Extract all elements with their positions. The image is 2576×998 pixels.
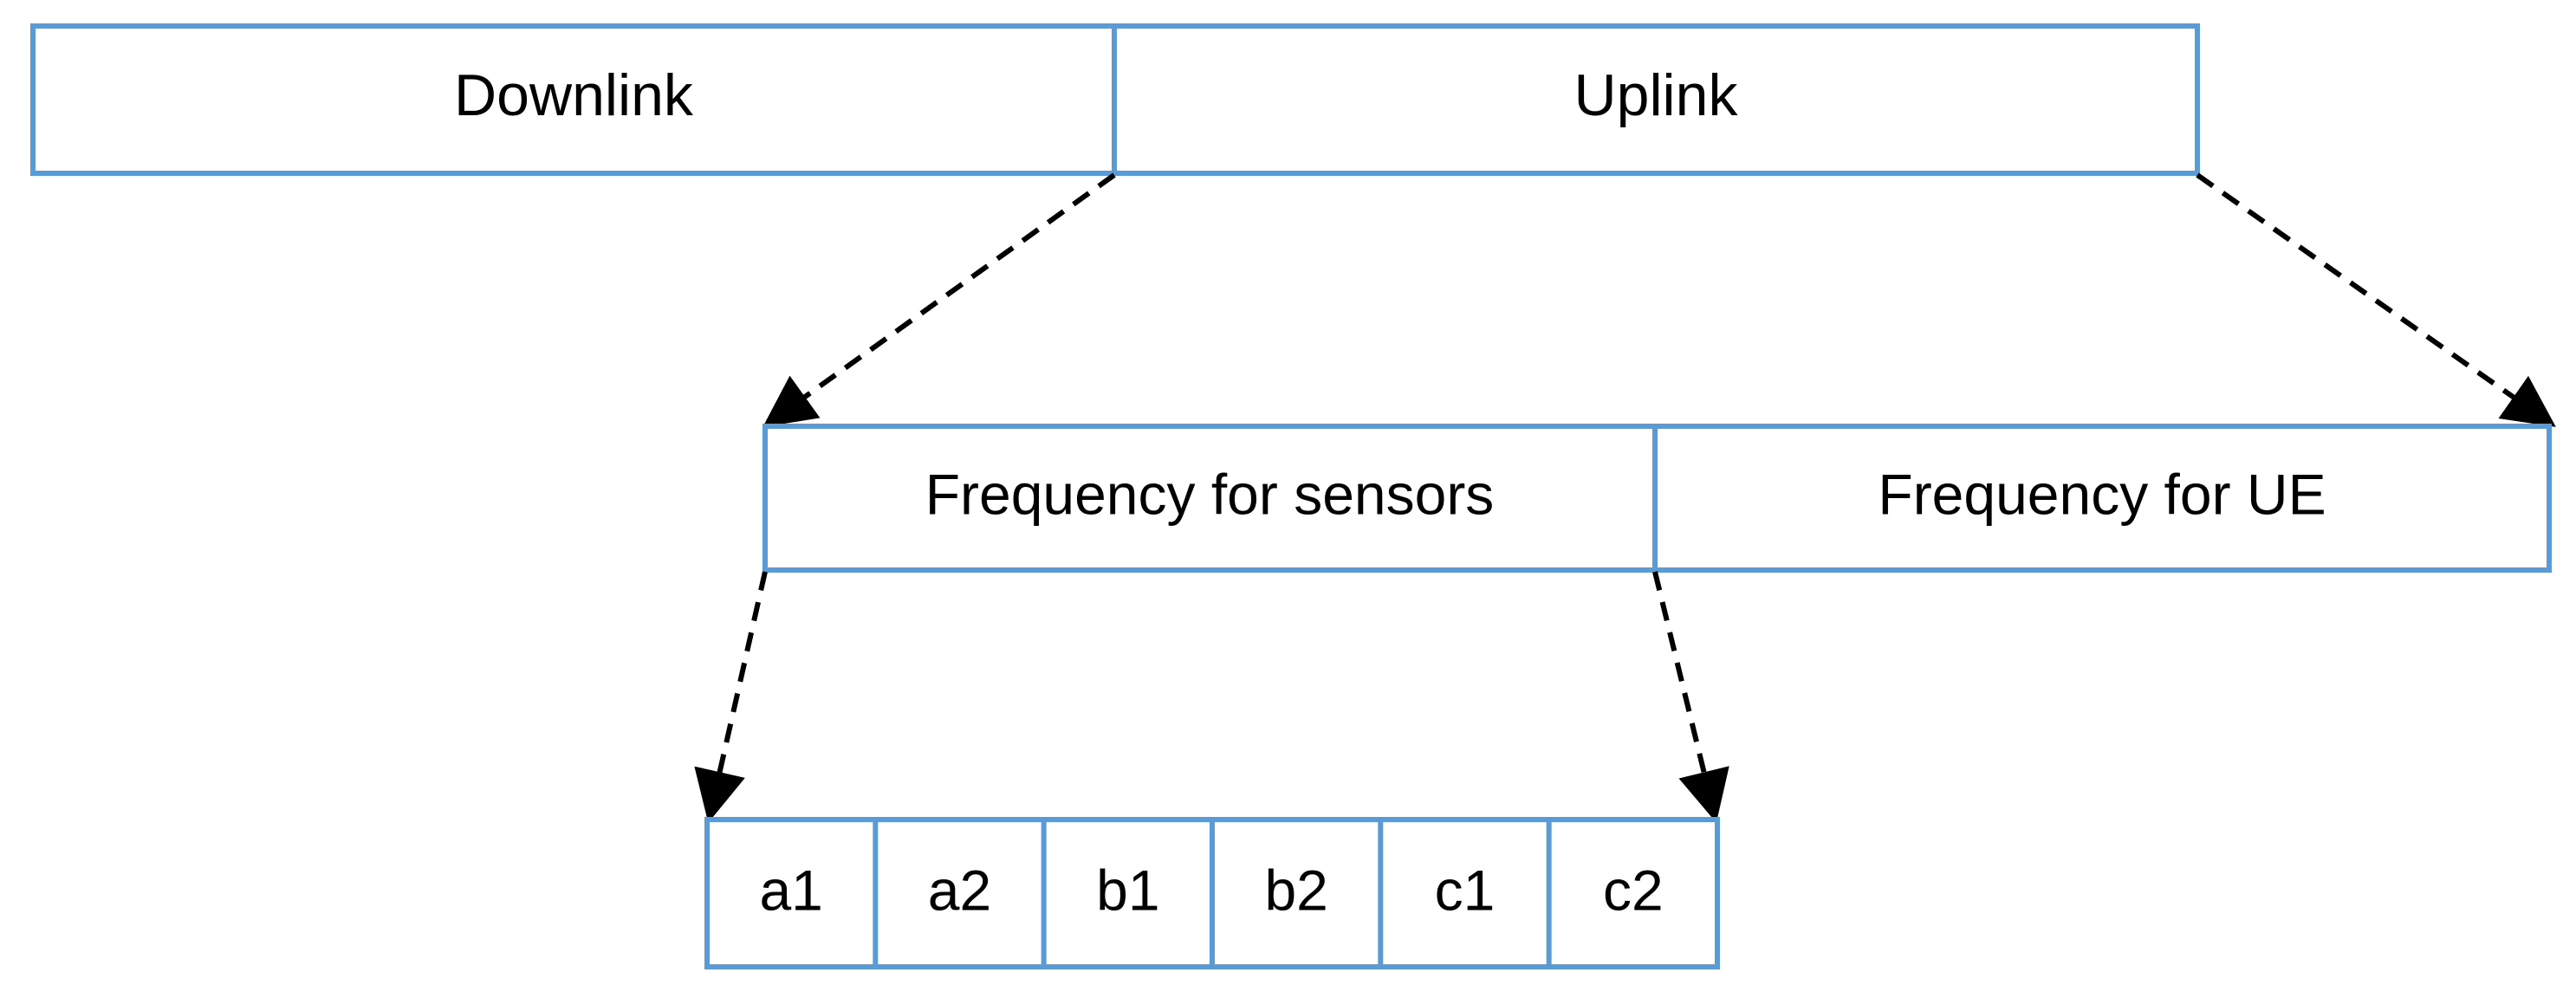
uplink-box — [1112, 23, 2200, 176]
ue-frequency-box — [1652, 424, 2552, 573]
uplink-split-row: Frequency for sensors Frequency for UE — [762, 424, 2552, 573]
channel-label-a2: a2 — [928, 858, 991, 922]
ue-frequency-label: Frequency for UE — [1878, 462, 2326, 526]
uplink-left-arrow — [762, 172, 1116, 427]
downlink-label: Downlink — [454, 62, 694, 128]
channel-label-c2: c2 — [1603, 858, 1664, 922]
sensors-frequency-box — [762, 424, 1658, 573]
downlink-box — [30, 23, 1117, 176]
uplink-label: Uplink — [1574, 62, 1739, 128]
sensors-right-arrow — [1652, 571, 1729, 823]
sensors-left-arrow — [694, 571, 768, 823]
band-row: Downlink Uplink — [30, 23, 2200, 176]
channel-label-b1: b1 — [1096, 858, 1159, 922]
channel-label-a1: a1 — [759, 858, 822, 922]
channel-label-b2: b2 — [1264, 858, 1327, 922]
sensors-frequency-label: Frequency for sensors — [925, 462, 1495, 526]
sensor-channel-row: a1 a2 b1 b2 c1 c2 — [704, 817, 1720, 969]
channel-label-c1: c1 — [1435, 858, 1496, 922]
uplink-right-arrow — [2196, 172, 2556, 427]
